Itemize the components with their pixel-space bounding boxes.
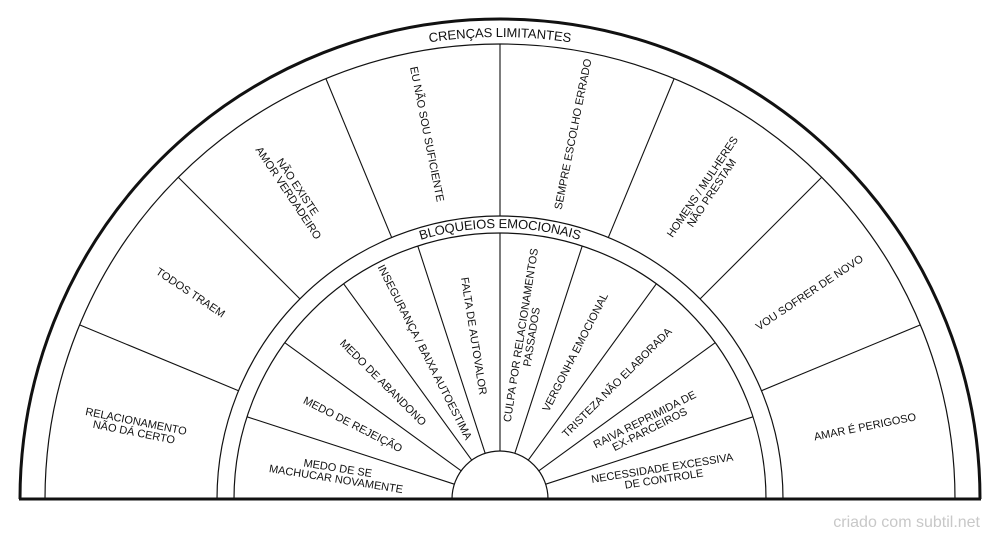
outer-segment-label: HOMENS / MULHERESNÃO PRESTAM (665, 135, 750, 246)
outer-segment-label: SEMPRE ESCOLHO ERRADO (553, 57, 595, 210)
outer-segment-label-line: HOMENS / MULHERES (665, 135, 741, 240)
outer-segment: TODOS TRAEM (153, 266, 226, 321)
outer-ring-title-text: CRENÇAS LIMITANTES (428, 25, 573, 45)
outer-segment-label: EU NÃO SOU SUFICIENTE (407, 65, 447, 202)
outer-ring-title: CRENÇAS LIMITANTES (428, 25, 573, 45)
outer-segment: SEMPRE ESCOLHO ERRADO (553, 57, 595, 210)
outer-divider (79, 324, 239, 392)
outer-segment: NÃO EXISTEAMOR VERDADEIRO (253, 138, 334, 242)
inner-segment-label-line: MEDO DE REJEIÇÃO (301, 394, 405, 455)
outer-divider (761, 324, 921, 392)
outer-segment-label: TODOS TRAEM (153, 266, 226, 321)
outer-segment-label-line: AMOR VERDADEIRO (253, 145, 324, 242)
inner-segment-label: NECESSIDADE EXCESSIVADE CONTROLE (591, 452, 737, 497)
inner-divider (527, 283, 657, 461)
inner-segment-label: MEDO DE REJEIÇÃO (301, 394, 405, 455)
outer-segment-label-line: EU NÃO SOU SUFICIENTE (407, 65, 447, 202)
outer-segment-label-line: VOU SOFRER DE NOVO (754, 253, 866, 334)
outer-divider (699, 176, 823, 300)
outer-divider (607, 78, 675, 238)
inner-segment: NECESSIDADE EXCESSIVADE CONTROLE (591, 452, 737, 497)
outer-segment-label-line: TODOS TRAEM (153, 266, 226, 321)
inner-segment-label: CULPA POR RELACIONAMENTOSPASSADOS (502, 248, 552, 425)
outer-segment: VOU SOFRER DE NOVO (754, 253, 866, 334)
inner-divider (417, 245, 486, 454)
inner-segment-label-line: FALTA DE AUTOVALOR (458, 276, 488, 395)
outer-segment-label: VOU SOFRER DE NOVO (754, 253, 866, 334)
outer-border-arc (18, 17, 982, 500)
outer-divider (177, 176, 301, 300)
inner-segment-label: MEDO DE ABANDONO (337, 337, 428, 428)
center-hub-arc (451, 450, 549, 500)
inner-divider (343, 283, 473, 461)
inner-segment-label: FALTA DE AUTOVALOR (458, 276, 488, 395)
inner-segment: FALTA DE AUTOVALOR (458, 276, 488, 395)
outer-segment-label: NÃO EXISTEAMOR VERDADEIRO (253, 138, 334, 242)
inner-divider (545, 416, 754, 485)
inner-divider (538, 342, 716, 472)
outer-segment: EU NÃO SOU SUFICIENTE (407, 65, 447, 202)
segment-dividers (45, 44, 955, 500)
footer-credit: criado com subtil.net (833, 514, 980, 531)
outer-segment-label-line: SEMPRE ESCOLHO ERRADO (553, 57, 595, 210)
outer-segment: AMAR É PERIGOSO (813, 410, 918, 443)
inner-divider (514, 245, 583, 454)
outer-segment: HOMENS / MULHERESNÃO PRESTAM (665, 135, 750, 246)
outer-segment: RELACIONAMENTONÃO DÁ CERTO (82, 406, 188, 449)
inner-segment-label: MEDO DE SEMACHUCAR NOVAMENTE (268, 452, 405, 496)
inner-segment: MEDO DE SEMACHUCAR NOVAMENTE (268, 452, 405, 496)
outer-segment-label-line: AMAR É PERIGOSO (813, 410, 918, 443)
inner-divider (246, 416, 455, 485)
inner-segment: MEDO DE ABANDONO (337, 337, 428, 428)
outer-segment-label: AMAR É PERIGOSO (813, 410, 918, 443)
inner-segment: MEDO DE REJEIÇÃO (301, 394, 405, 455)
inner-segment: CULPA POR RELACIONAMENTOSPASSADOS (502, 248, 552, 425)
outer-segment-label: RELACIONAMENTONÃO DÁ CERTO (82, 406, 188, 449)
inner-segment-label-line: MEDO DE ABANDONO (337, 337, 428, 428)
inner-divider (284, 342, 462, 472)
outer-divider (325, 78, 393, 238)
